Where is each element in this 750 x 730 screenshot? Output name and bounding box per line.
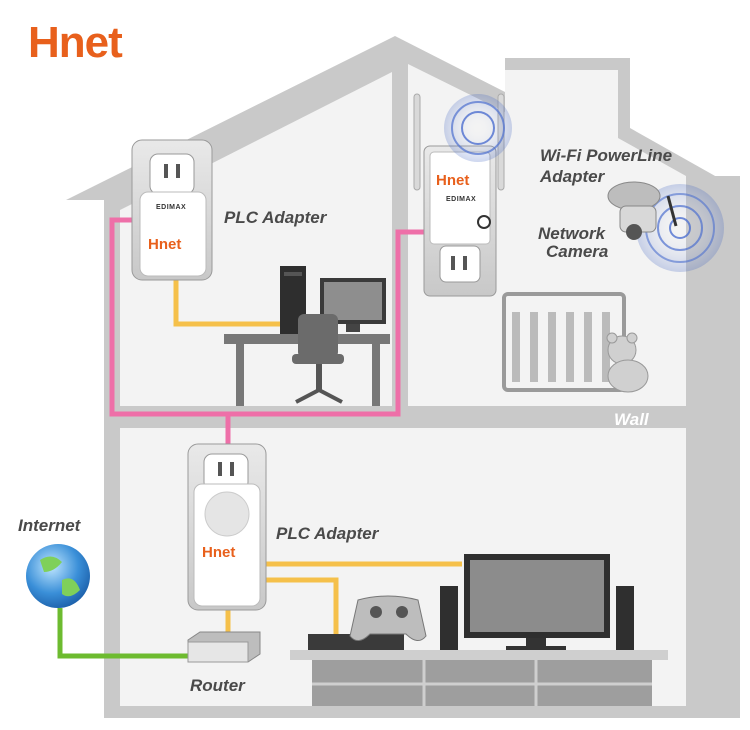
label-wall: Wall: [614, 410, 649, 429]
router: [187, 631, 261, 663]
plc-adapter-top: [131, 139, 213, 281]
internet-globe: [26, 544, 90, 608]
speaker-left: [440, 586, 458, 650]
label-plc-adapter-bottom: PLC Adapter: [276, 524, 379, 543]
speaker-right: [616, 586, 634, 650]
label-wifi-powerline-line2: Adapter: [540, 167, 605, 186]
tv-cabinet: [290, 650, 668, 706]
device-brand-top: Hnet: [148, 236, 182, 253]
device-brand-bottom: Hnet: [202, 544, 236, 561]
label-wifi-powerline-line1: Wi-Fi PowerLine: [540, 146, 673, 165]
hnet-logo: Hnet: [28, 18, 123, 67]
label-network-camera-line2: Camera: [546, 242, 609, 261]
wifi-powerline-adapter: [413, 93, 512, 297]
office-chair: [292, 314, 344, 404]
ethernet-cable-console: [262, 577, 339, 636]
game-controller: [349, 595, 427, 641]
plc-adapter-bottom: [187, 443, 267, 611]
label-router: Router: [190, 676, 245, 695]
label-plc-adapter-top: PLC Adapter: [224, 208, 327, 227]
edimax-mark-wifi: EDIMAX: [446, 196, 477, 203]
label-network-camera-line1: Network: [538, 224, 606, 243]
game-console: [308, 634, 404, 650]
television: [464, 554, 610, 650]
teddy-bear: [606, 332, 649, 393]
powerline-cable: [109, 217, 428, 417]
internet-cable: [57, 608, 190, 659]
edimax-mark-top: EDIMAX: [156, 204, 187, 211]
device-brand-wifi: Hnet: [436, 172, 470, 189]
label-internet: Internet: [18, 516, 81, 535]
network-camera: [607, 181, 724, 272]
ethernet-cable-pc: [173, 278, 282, 327]
